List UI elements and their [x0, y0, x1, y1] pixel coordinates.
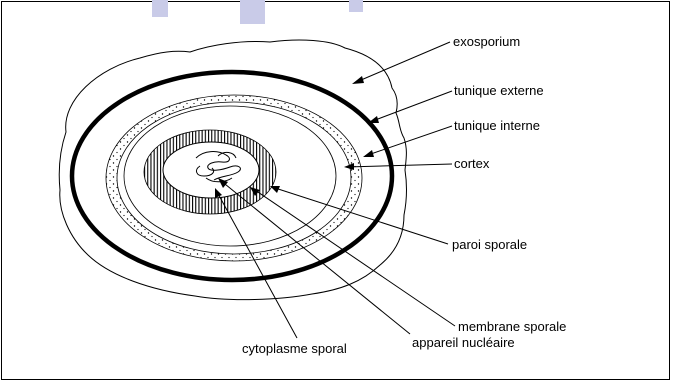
label-tunique-interne: tunique interne	[454, 118, 540, 133]
label-exosporium: exosporium	[453, 34, 520, 49]
label-paroi-sporale: paroi sporale	[452, 237, 527, 252]
label-tunique-externe: tunique externe	[454, 83, 544, 98]
label-membrane-sporale: membrane sporale	[458, 319, 566, 334]
label-appareil-nucleaire: appareil nucléaire	[412, 335, 515, 350]
watermark-bar-right	[349, 0, 363, 12]
watermark-bar-middle	[240, 0, 265, 24]
watermark-bar-left	[152, 0, 168, 17]
label-cortex: cortex	[454, 156, 490, 171]
label-cytoplasme-sporal: cytoplasme sporal	[242, 341, 347, 356]
